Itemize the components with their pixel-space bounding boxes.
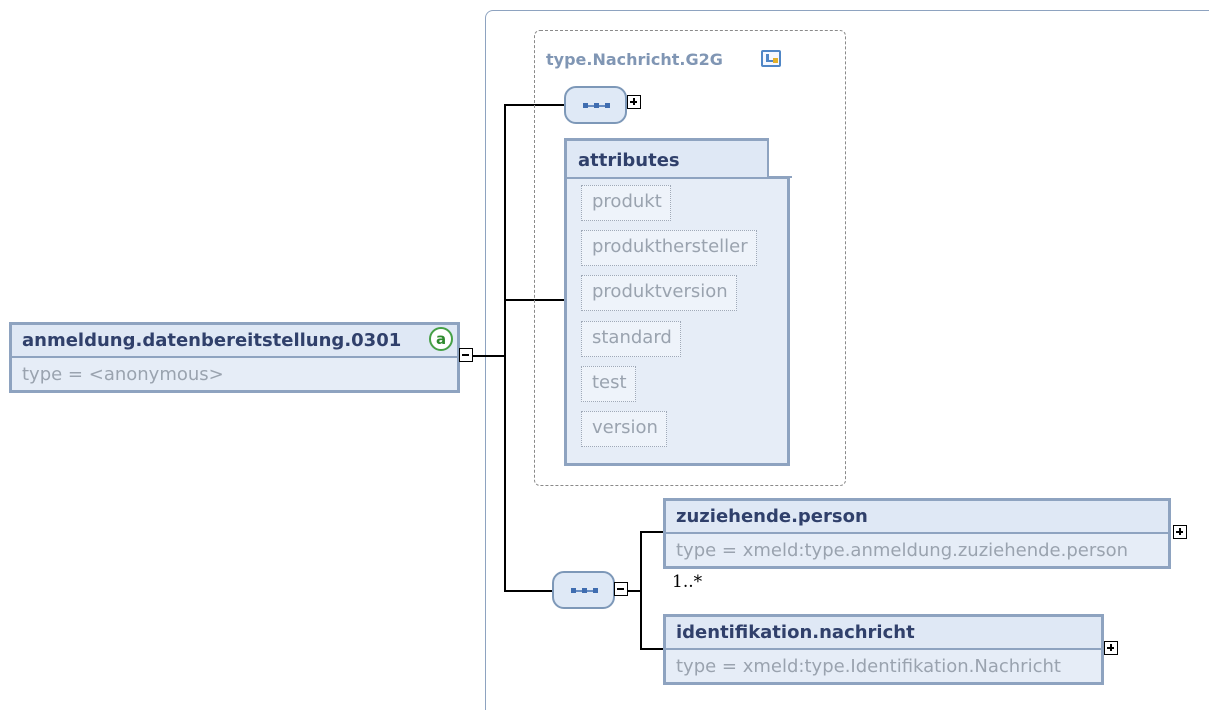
root-element-name: anmeldung.datenbereitstellung.0301 bbox=[12, 325, 457, 358]
collapse-toggle[interactable] bbox=[614, 582, 628, 596]
attribute-item[interactable]: test bbox=[581, 366, 636, 402]
attributes-box: attributes produkt produkthersteller pro… bbox=[564, 138, 792, 466]
element-box-identifikation-nachricht[interactable]: identifikation.nachricht type = xmeld:ty… bbox=[663, 614, 1104, 685]
sequence-compositor[interactable] bbox=[552, 571, 615, 609]
complex-type-icon bbox=[761, 50, 781, 67]
element-name: identifikation.nachricht bbox=[666, 617, 1101, 650]
root-element-type: type = <anonymous> bbox=[22, 364, 224, 385]
element-name: zuziehende.person bbox=[666, 501, 1168, 534]
connector-line bbox=[504, 104, 506, 592]
connector-line bbox=[504, 590, 554, 592]
sequence-icon bbox=[571, 588, 598, 593]
attribute-item[interactable]: standard bbox=[581, 321, 681, 357]
element-box-zuziehende-person[interactable]: zuziehende.person type = xmeld:type.anme… bbox=[663, 498, 1171, 569]
attribute-item[interactable]: version bbox=[581, 411, 667, 447]
connector-line bbox=[504, 104, 566, 106]
attribute-item[interactable]: produkthersteller bbox=[581, 230, 757, 266]
collapse-toggle[interactable] bbox=[459, 348, 473, 362]
connector-line bbox=[640, 531, 642, 650]
attribute-badge-icon: a bbox=[429, 327, 453, 351]
sequence-compositor[interactable] bbox=[564, 86, 627, 124]
content-frame bbox=[485, 10, 1209, 710]
element-type: type = xmeld:type.anmeldung.zuziehende.p… bbox=[676, 540, 1129, 561]
connector-line bbox=[640, 648, 664, 650]
root-element-box[interactable]: anmeldung.datenbereitstellung.0301 type … bbox=[9, 322, 460, 393]
sequence-icon bbox=[583, 103, 610, 108]
complex-type-group bbox=[534, 30, 846, 486]
attribute-item[interactable]: produkt bbox=[581, 185, 671, 221]
attributes-title: attributes bbox=[578, 150, 680, 171]
multiplicity-label: 1..* bbox=[672, 572, 703, 592]
connector-line bbox=[628, 590, 641, 592]
element-type: type = xmeld:type.Identifikation.Nachric… bbox=[676, 656, 1061, 677]
complex-type-title: type.Nachricht.G2G bbox=[546, 50, 723, 69]
attributes-header: attributes bbox=[567, 141, 787, 179]
expand-toggle[interactable] bbox=[1104, 641, 1118, 655]
connector-line bbox=[640, 531, 664, 533]
attributes-corner bbox=[767, 138, 792, 178]
expand-toggle[interactable] bbox=[627, 95, 641, 109]
expand-toggle[interactable] bbox=[1173, 525, 1187, 539]
connector-line bbox=[504, 299, 566, 301]
attribute-item[interactable]: produktversion bbox=[581, 275, 737, 311]
connector-line bbox=[459, 355, 505, 357]
